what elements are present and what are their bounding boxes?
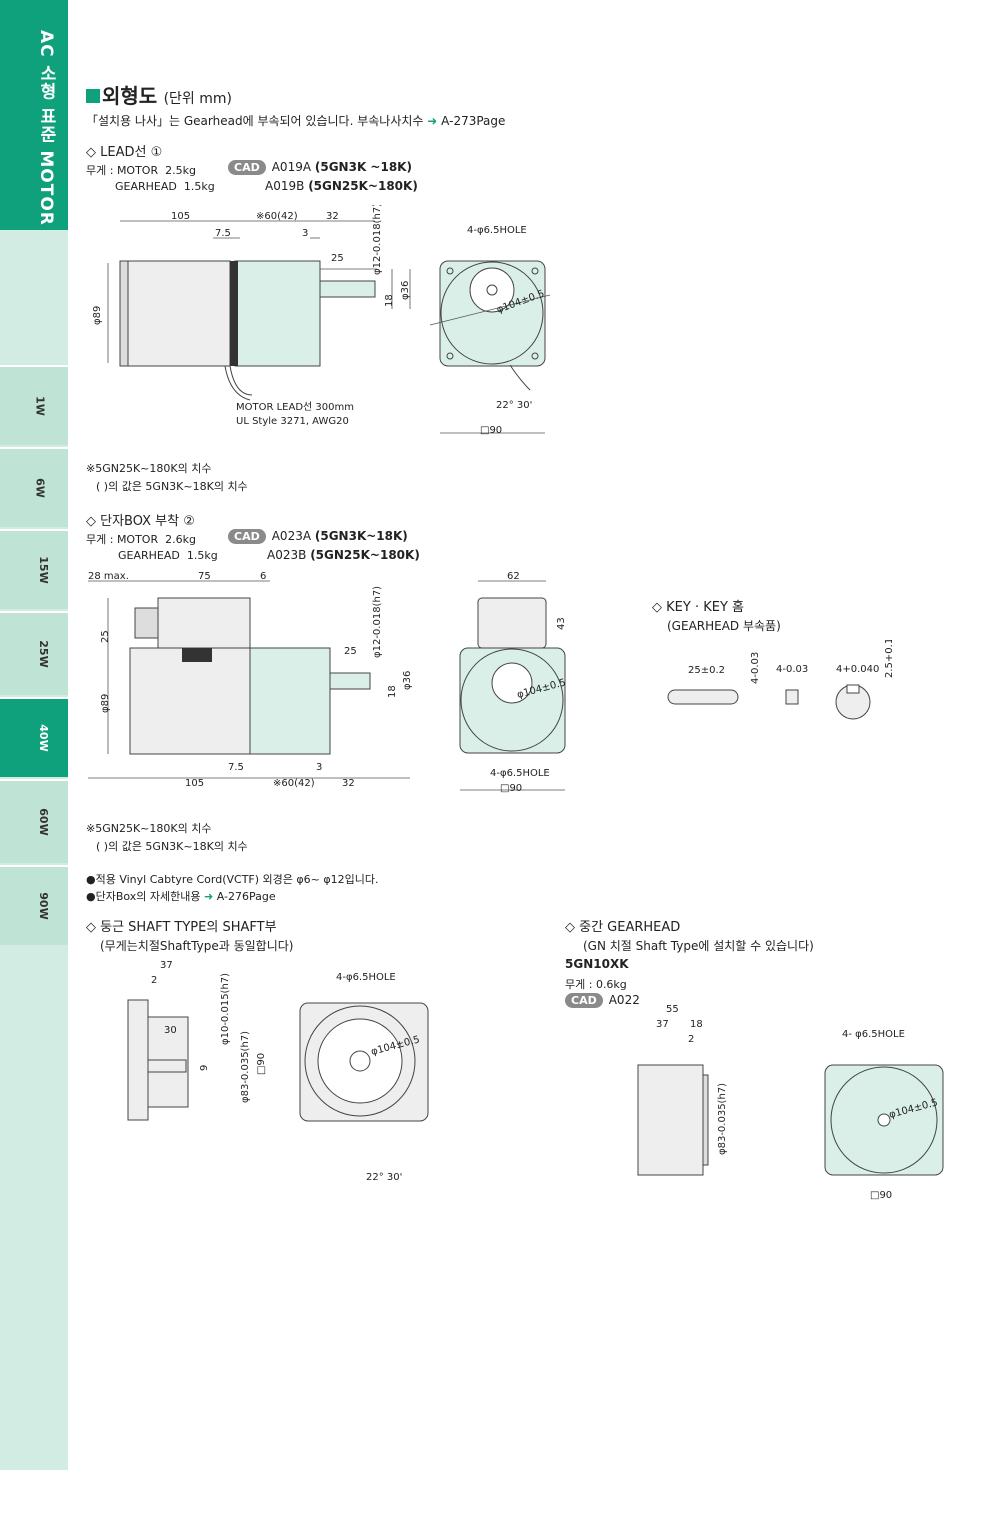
tab-90w[interactable]: 90W [0, 865, 68, 945]
key-subtitle: (GEARHEAD 부속품) [667, 619, 781, 633]
sec2-weight-motor: 무게 : MOTOR 2.6kg [86, 533, 196, 546]
arrow-right-icon: ➜ [427, 114, 438, 128]
lead-drawing: 105 7.5 ※60(42) 3 32 25 φ89 φ12-0.018(h7… [92, 205, 551, 436]
sec1-foot2: ( )의 값은 5GN3K~18K의 치수 [96, 480, 248, 493]
tab-15w[interactable]: 15W [0, 529, 68, 609]
sec1-weight-motor: 무게 : MOTOR 2.5kg [86, 164, 196, 177]
sec2-foot2: ( )의 값은 5GN3K~18K의 치수 [96, 840, 248, 853]
dim-12: φ12-0.018(h7) [372, 586, 383, 658]
dim-18: 18 [690, 1019, 703, 1030]
page-title: 외형도 (단위 mm) [86, 80, 232, 109]
sec4-model: 5GN10XK [565, 957, 629, 971]
key-dim-4c: 4+0.040 [836, 664, 879, 675]
dim-60: ※60(42) [273, 778, 315, 789]
dim-sq90: □90 [500, 783, 522, 794]
dim-sq90: □90 [256, 1053, 267, 1075]
sidebar: AC 소형 표준 MOTOR 1W 6W 15W 25W 40W 60W 90W [0, 0, 68, 1470]
round-shaft-drawing: 37 2 30 9 φ10-0.015(h7) φ83-0.035(h7) □9… [127, 960, 429, 1183]
sec4-title: ◇ 중간 GEARHEAD [565, 920, 681, 935]
dim-sq90: □90 [870, 1190, 892, 1201]
dim-105: 105 [171, 211, 190, 222]
dim-hole: 4- φ6.5HOLE [842, 1029, 905, 1040]
dim-37: 37 [656, 1019, 669, 1030]
lead-note-1: MOTOR LEAD선 300mm [236, 401, 354, 413]
sec2-weight-gearhead: GEARHEAD 1.5kg [118, 549, 218, 562]
dim-hole: 4-φ6.5HOLE [490, 768, 550, 779]
sec4-weight: 무게 : 0.6kg [565, 978, 627, 991]
dim-18: 18 [387, 685, 398, 698]
dim-25a: 25 [100, 630, 111, 643]
dim-89: φ89 [100, 694, 111, 713]
dim-89: φ89 [92, 306, 103, 325]
sec2-bullet1: ●적용 Vinyl Cabtyre Cord(VCTF) 외경은 φ6~ φ12… [86, 873, 379, 886]
middle-gearhead-drawing: 55 37 18 2 φ83-0.035(h7) 4- φ6.5HOLE φ10… [637, 1004, 944, 1201]
dim-105: 105 [185, 778, 204, 789]
header-note: 「설치용 나사」는 Gearhead에 부속되어 있습니다. 부속나사치수 ➜ … [86, 114, 506, 128]
tab-40w[interactable]: 40W [0, 697, 68, 777]
sec2-bullet2: ●단자Box의 자세한내용 ➜ A-276Page [86, 890, 276, 903]
dim-62: 62 [507, 571, 520, 582]
key-drawing: 25±0.2 4-0.03 4-0.03 4+0.040 2.5+0.1 [667, 640, 895, 720]
sec1-foot1: ※5GN25K~180K의 치수 [86, 462, 212, 475]
sec3-title: ◇ 둥근 SHAFT TYPE의 SHAFT부 [86, 920, 277, 935]
sec3-subtitle: (무게는치절ShaftType과 동일합니다) [100, 939, 294, 953]
dim-7-5: 7.5 [228, 762, 244, 773]
dim-28: 28 max. [88, 571, 129, 582]
dim-83: φ83-0.035(h7) [240, 1031, 251, 1103]
dim-3: 3 [302, 228, 308, 239]
square-icon [86, 89, 100, 103]
dim-75: 75 [198, 571, 211, 582]
dim-30: 30 [164, 1025, 177, 1036]
dim-7-5: 7.5 [215, 228, 231, 239]
key-dim-4a: 4-0.03 [750, 652, 761, 684]
key-dim-4b: 4-0.03 [776, 664, 808, 675]
dim-36: φ36 [402, 671, 413, 690]
sec1-title: ◇ LEAD선 ① [86, 145, 163, 160]
dim-32: 32 [326, 211, 339, 222]
tab-60w[interactable]: 60W [0, 779, 68, 863]
dim-hole: 4-φ6.5HOLE [467, 225, 527, 236]
sec1-cad-b: A019B (5GN25K~180K) [265, 179, 418, 193]
dim-3: 3 [316, 762, 322, 773]
dim-2: 2 [151, 975, 157, 986]
dim-37: 37 [160, 960, 173, 971]
dim-18: 18 [384, 294, 395, 307]
dim-25b: 25 [344, 646, 357, 657]
dim-25: 25 [331, 253, 344, 264]
dim-83: φ83-0.035(h7) [717, 1083, 728, 1155]
lead-note-2: UL Style 3271, AWG20 [236, 416, 349, 427]
sec4-subtitle: (GN 치절 Shaft Type에 설치할 수 있습니다) [583, 939, 814, 953]
dim-55: 55 [666, 1004, 679, 1015]
sidebar-title: AC 소형 표준 MOTOR [0, 0, 68, 230]
dim-32: 32 [342, 778, 355, 789]
tab-25w[interactable]: 25W [0, 611, 68, 695]
tab-1w[interactable]: 1W [0, 365, 68, 445]
tab-6w[interactable]: 6W [0, 447, 68, 527]
dim-43: 43 [556, 617, 567, 630]
dim-60: ※60(42) [256, 211, 298, 222]
dim-12: φ12-0.018(h7) [372, 205, 383, 275]
terminal-box-drawing: 28 max. 75 6 25 25 φ89 φ12-0.018(h7) 18 … [88, 571, 567, 794]
dim-hole: 4-φ6.5HOLE [336, 972, 396, 983]
sec2-title: ◇ 단자BOX 부착 ② [86, 514, 195, 529]
dim-2: 2 [688, 1034, 694, 1045]
dim-9: 9 [199, 1065, 210, 1071]
key-dim-2-5: 2.5+0.1 [884, 640, 895, 678]
dim-sq90: □90 [480, 425, 502, 436]
key-title: ◇ KEY · KEY 홈 [652, 600, 744, 615]
dim-angle: 22° 30' [366, 1172, 402, 1183]
dim-10: φ10-0.015(h7) [220, 973, 231, 1045]
sec1-weight-gearhead: GEARHEAD 1.5kg [115, 180, 215, 193]
arrow-right-icon: ➜ [204, 890, 214, 903]
dim-angle: 22° 30' [496, 400, 532, 411]
sec2-cad-b: A023B (5GN25K~180K) [267, 548, 420, 562]
key-dim-25: 25±0.2 [688, 665, 725, 676]
dim-36: φ36 [400, 281, 411, 300]
dim-6: 6 [260, 571, 266, 582]
sec2-foot1: ※5GN25K~180K의 치수 [86, 822, 212, 835]
